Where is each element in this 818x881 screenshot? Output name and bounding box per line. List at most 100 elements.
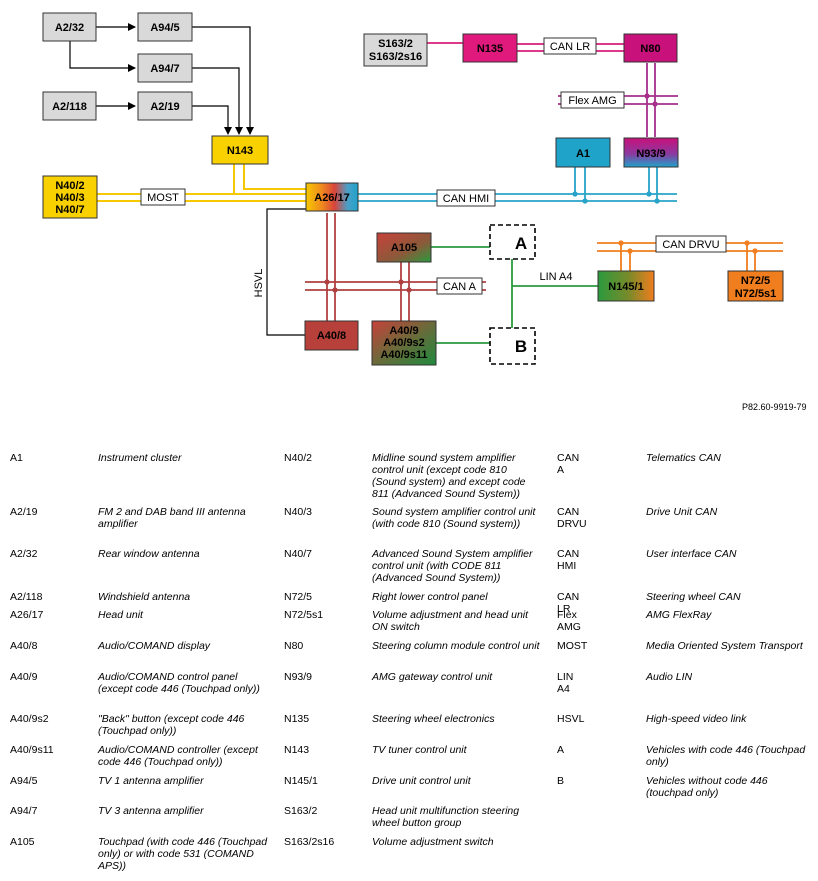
legend-description: Audio/COMAND controller (except code 446… xyxy=(98,744,258,768)
legend-description: TV 3 antenna amplifier xyxy=(98,805,204,817)
legend-description: Drive unit control unit xyxy=(372,775,471,787)
legend-code: N72/5s1 xyxy=(284,609,324,621)
legend-code: A94/7 xyxy=(10,805,38,817)
node-a1[interactable] xyxy=(555,137,611,168)
legend-description: Touchpad (with code 446 (Touchpad only) … xyxy=(98,836,268,872)
label-n40-7: N40/7 xyxy=(55,204,84,216)
node-a40-8[interactable] xyxy=(304,320,359,351)
legend-code: HSVL xyxy=(557,713,585,725)
legend-code: CAN HMI xyxy=(557,548,580,572)
legend-code: CAN DRVU xyxy=(557,506,587,530)
hsvl-link xyxy=(266,208,306,336)
legend-code: A40/8 xyxy=(10,640,38,652)
bus-label-box-can-drvu xyxy=(655,235,727,253)
bus-label-can-a: CAN A xyxy=(443,281,477,293)
label-a40-9: A40/9 xyxy=(389,325,418,337)
bus-label-box-flex-amg xyxy=(560,91,625,109)
label-a94-7: A94/7 xyxy=(150,63,179,75)
legend-code: A1 xyxy=(10,452,23,464)
label-n93-9: N93/9 xyxy=(636,148,665,160)
label-s163-2: S163/2 xyxy=(378,38,413,50)
node-n80[interactable] xyxy=(623,33,678,63)
legend-code: A xyxy=(557,744,565,756)
variant-b-box xyxy=(489,327,536,365)
node-a105[interactable] xyxy=(376,232,432,263)
node-s163[interactable] xyxy=(363,33,428,67)
label-a40-9s2: A40/9s2 xyxy=(383,337,425,349)
legend-code: A2/32 xyxy=(10,548,38,560)
legend-code: S163/2 xyxy=(284,805,318,817)
legend-code: A2/118 xyxy=(10,591,43,603)
node-a40-9[interactable] xyxy=(371,320,437,366)
legend-description: Steering wheel CAN xyxy=(646,591,741,603)
legend-code: S163/2s16 xyxy=(284,836,335,848)
node-n40[interactable] xyxy=(42,175,98,219)
legend-description: Volume adjustment and head unit ON switc… xyxy=(372,609,529,633)
node-a2-32[interactable] xyxy=(42,12,97,42)
node-a94-7[interactable] xyxy=(137,53,193,83)
node-a26-17[interactable] xyxy=(305,182,359,212)
legend-code: A40/9s2 xyxy=(10,713,49,725)
node-n135[interactable] xyxy=(462,33,518,63)
legend-code: N135 xyxy=(284,713,310,725)
antenna-connections xyxy=(69,23,254,135)
node-a2-118[interactable] xyxy=(42,91,97,121)
legend-description: Volume adjustment switch xyxy=(372,836,494,848)
legend-code: MOST xyxy=(557,640,588,652)
legend-description: Steering column module control unit xyxy=(372,640,540,652)
label-s163-2s16: S163/2s16 xyxy=(369,51,422,63)
label-a94-5: A94/5 xyxy=(150,22,179,34)
bus-label-flex-amg: Flex AMG xyxy=(568,95,616,107)
legend-code: N93/9 xyxy=(284,671,313,683)
bus-label-can-hmi: CAN HMI xyxy=(443,193,489,205)
node-n72[interactable] xyxy=(727,270,784,302)
legend-code: A105 xyxy=(10,836,35,848)
label-a40-9s11: A40/9s11 xyxy=(380,349,427,361)
label-n135: N135 xyxy=(477,43,503,55)
legend-code: A94/5 xyxy=(10,775,38,787)
legend-description: Rear window antenna xyxy=(98,548,200,560)
network-diagram: A2/32 A94/5 A94/7 A2/118 A2/19 N143 N40/… xyxy=(42,12,784,366)
legend-code: LIN A4 xyxy=(557,671,574,695)
legend-description: FM 2 and DAB band III antenna amplifier xyxy=(98,506,246,530)
legend-description: Vehicles with code 446 (Touchpad only) xyxy=(646,744,806,768)
bus-label-box-can-lr xyxy=(543,37,597,55)
bus-label-can-drvu: CAN DRVU xyxy=(662,239,719,251)
legend-description: Head unit xyxy=(98,609,143,621)
legend-code: N80 xyxy=(284,640,304,652)
legend-code: CAN LR xyxy=(557,591,580,615)
legend-code: Flex AMG xyxy=(557,609,581,633)
bus-label-hsvl: HSVL xyxy=(253,269,265,298)
legend-description: AMG gateway control unit xyxy=(372,671,493,683)
node-a2-19[interactable] xyxy=(137,91,193,121)
label-n72-5: N72/5 xyxy=(741,275,770,287)
label-n72-5s1: N72/5s1 xyxy=(735,288,777,300)
legend-code: A40/9s11 xyxy=(10,744,54,756)
legend-code: B xyxy=(557,775,565,787)
node-n145-1[interactable] xyxy=(597,270,655,302)
label-n143: N143 xyxy=(227,145,253,157)
legend-description: User interface CAN xyxy=(646,548,737,560)
legend-description: Audio/COMAND display xyxy=(98,640,211,652)
bus-label-most: MOST xyxy=(147,192,179,204)
can-hmi-bus xyxy=(358,167,677,202)
node-a94-5[interactable] xyxy=(137,12,193,42)
node-n143[interactable] xyxy=(211,135,269,165)
node-n93-9[interactable] xyxy=(623,137,679,168)
lin-a4-bus xyxy=(431,246,598,344)
label-a2-118: A2/118 xyxy=(52,101,87,113)
bus-label-box-can-hmi xyxy=(436,189,496,207)
legend-code: N40/2 xyxy=(284,452,313,464)
can-a-bus xyxy=(305,213,486,321)
reference-number: P82.60-9919-79 xyxy=(742,402,807,412)
legend-code: A26/17 xyxy=(10,609,44,621)
label-n40-3: N40/3 xyxy=(55,192,84,204)
legend-code: N143 xyxy=(284,744,310,756)
label-a40-8: A40/8 xyxy=(317,330,346,342)
legend-description: Right lower control panel xyxy=(372,591,488,603)
legend-code: N40/7 xyxy=(284,548,313,560)
label-n80: N80 xyxy=(640,43,660,55)
label-variant-b: B xyxy=(515,337,527,356)
legend-description: Midline sound system amplifier control u… xyxy=(372,452,526,500)
legend-description: TV 1 antenna amplifier xyxy=(98,775,204,787)
